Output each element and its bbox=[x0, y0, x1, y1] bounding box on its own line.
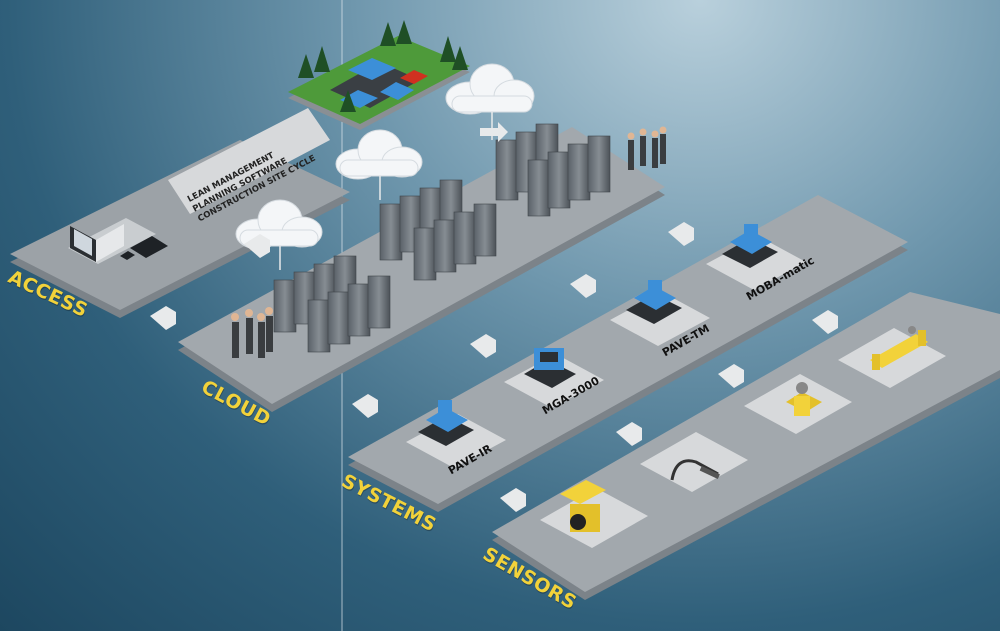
arrow-up-icon bbox=[150, 306, 176, 330]
arrow-up-icon bbox=[470, 334, 496, 358]
arrow-up-icon bbox=[480, 122, 508, 142]
laptop-icon bbox=[68, 218, 156, 264]
paver-icon bbox=[418, 400, 474, 446]
construction-site-icon bbox=[288, 20, 470, 130]
cloud-icon bbox=[445, 63, 535, 115]
arrow-up-icon bbox=[352, 394, 378, 418]
arrow-up-icon bbox=[668, 222, 694, 246]
arrow-up-icon bbox=[500, 488, 526, 512]
people-icon bbox=[627, 126, 667, 170]
cloud-icon bbox=[335, 129, 423, 180]
arrow-up-icon bbox=[812, 310, 838, 334]
access-platform bbox=[10, 140, 350, 318]
paver-icon bbox=[626, 280, 682, 324]
phone-icon bbox=[120, 251, 135, 260]
yellow-sensor-icon bbox=[560, 480, 606, 532]
tablet-icon bbox=[130, 236, 168, 258]
yellow-sensor-icon bbox=[870, 326, 928, 370]
arrow-up-icon bbox=[718, 364, 744, 388]
server-rack-icon bbox=[495, 123, 611, 217]
cable-sensor-icon bbox=[670, 459, 720, 481]
sonic-ski-icon bbox=[786, 382, 822, 416]
people-icon bbox=[231, 307, 273, 358]
server-rack-icon bbox=[379, 179, 497, 281]
arrow-up-icon bbox=[244, 234, 270, 258]
server-rack-icon bbox=[273, 255, 391, 353]
software-sign bbox=[168, 108, 330, 214]
paver-icon bbox=[722, 224, 778, 268]
arrow-up-icon bbox=[570, 274, 596, 298]
arrow-up-icon bbox=[616, 422, 642, 446]
roller-icon bbox=[524, 348, 576, 388]
tile-pave-ir bbox=[406, 414, 506, 468]
